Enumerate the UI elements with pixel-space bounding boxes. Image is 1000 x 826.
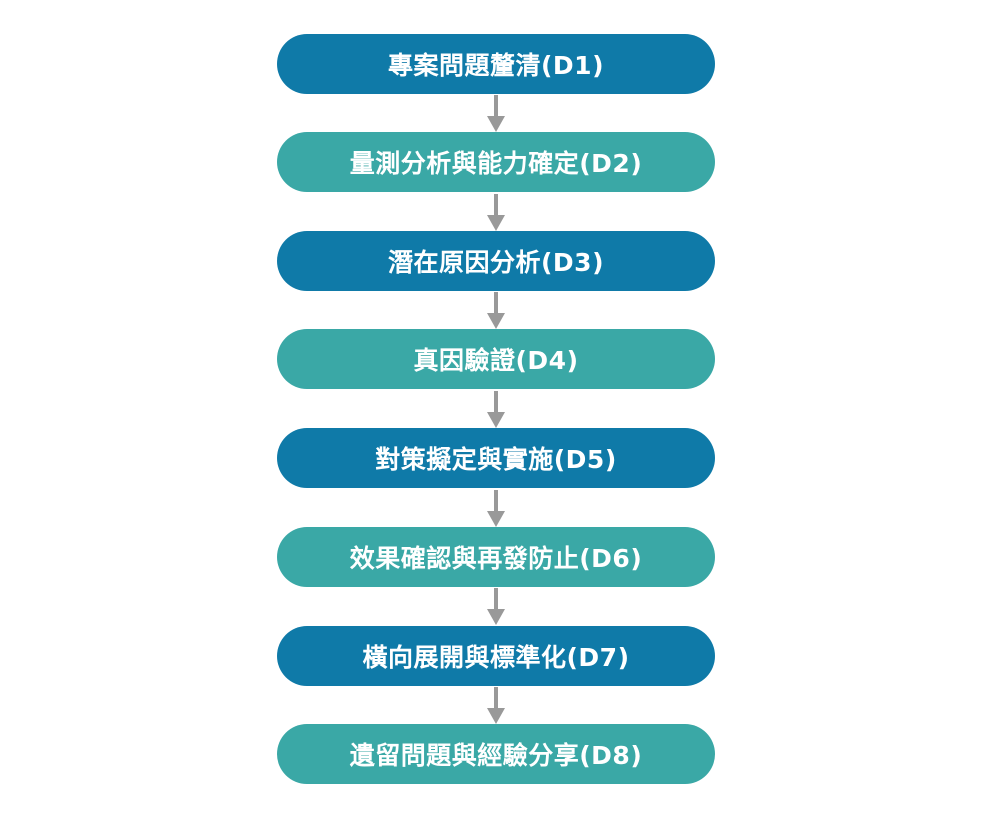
step-d3-label: 潛在原因分析(D3) — [388, 248, 604, 277]
arrow-down-icon — [486, 391, 506, 429]
step-d4: 真因驗證(D4) — [277, 329, 715, 389]
step-d8-label: 遺留問題與經驗分享(D8) — [349, 741, 643, 770]
step-d6: 效果確認與再發防止(D6) — [277, 527, 715, 587]
step-d2-label: 量測分析與能力確定(D2) — [349, 149, 643, 178]
step-d4-label: 真因驗證(D4) — [413, 346, 579, 375]
step-d1-label: 專案問題釐清(D1) — [388, 51, 604, 80]
step-d6-label: 效果確認與再發防止(D6) — [349, 544, 643, 573]
step-d1: 專案問題釐清(D1) — [277, 34, 715, 94]
step-d2: 量測分析與能力確定(D2) — [277, 132, 715, 192]
arrow-down-icon — [486, 687, 506, 725]
arrow-down-icon — [486, 490, 506, 528]
arrow-down-icon — [486, 588, 506, 626]
arrow-down-icon — [486, 292, 506, 330]
step-d7: 橫向展開與標準化(D7) — [277, 626, 715, 686]
step-d5-label: 對策擬定與實施(D5) — [375, 445, 617, 474]
step-d8: 遺留問題與經驗分享(D8) — [277, 724, 715, 784]
step-d5: 對策擬定與實施(D5) — [277, 428, 715, 488]
arrow-down-icon — [486, 194, 506, 232]
arrow-down-icon — [486, 95, 506, 133]
step-d7-label: 橫向展開與標準化(D7) — [362, 643, 630, 672]
step-d3: 潛在原因分析(D3) — [277, 231, 715, 291]
